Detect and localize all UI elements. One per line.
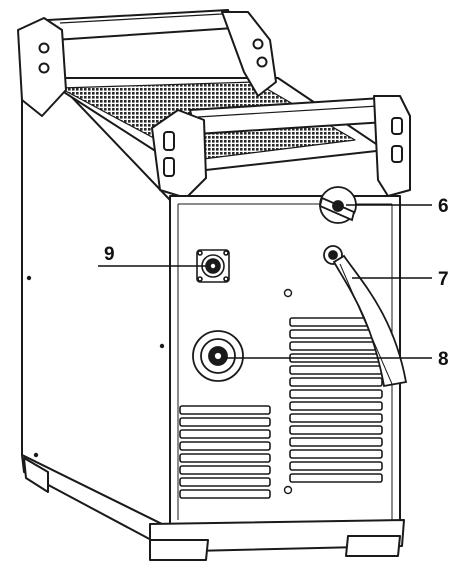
gas-hose	[323, 245, 408, 388]
panel-screws	[283, 288, 293, 495]
top-handle-assembly	[17, 9, 411, 199]
callout-6: 6	[438, 196, 449, 217]
callout-7: 7	[438, 269, 449, 290]
rotary-switch	[318, 186, 357, 224]
vent-louvres-right	[289, 317, 383, 483]
round-connector	[192, 330, 244, 382]
callout-9: 9	[104, 244, 115, 265]
vent-louvres-left	[179, 405, 271, 499]
callout-leaders	[98, 204, 432, 359]
machine-base	[21, 454, 405, 561]
callout-labels: 6 7 8 9	[104, 196, 449, 370]
multi-pin-socket	[196, 249, 230, 283]
callout-8: 8	[438, 349, 449, 370]
